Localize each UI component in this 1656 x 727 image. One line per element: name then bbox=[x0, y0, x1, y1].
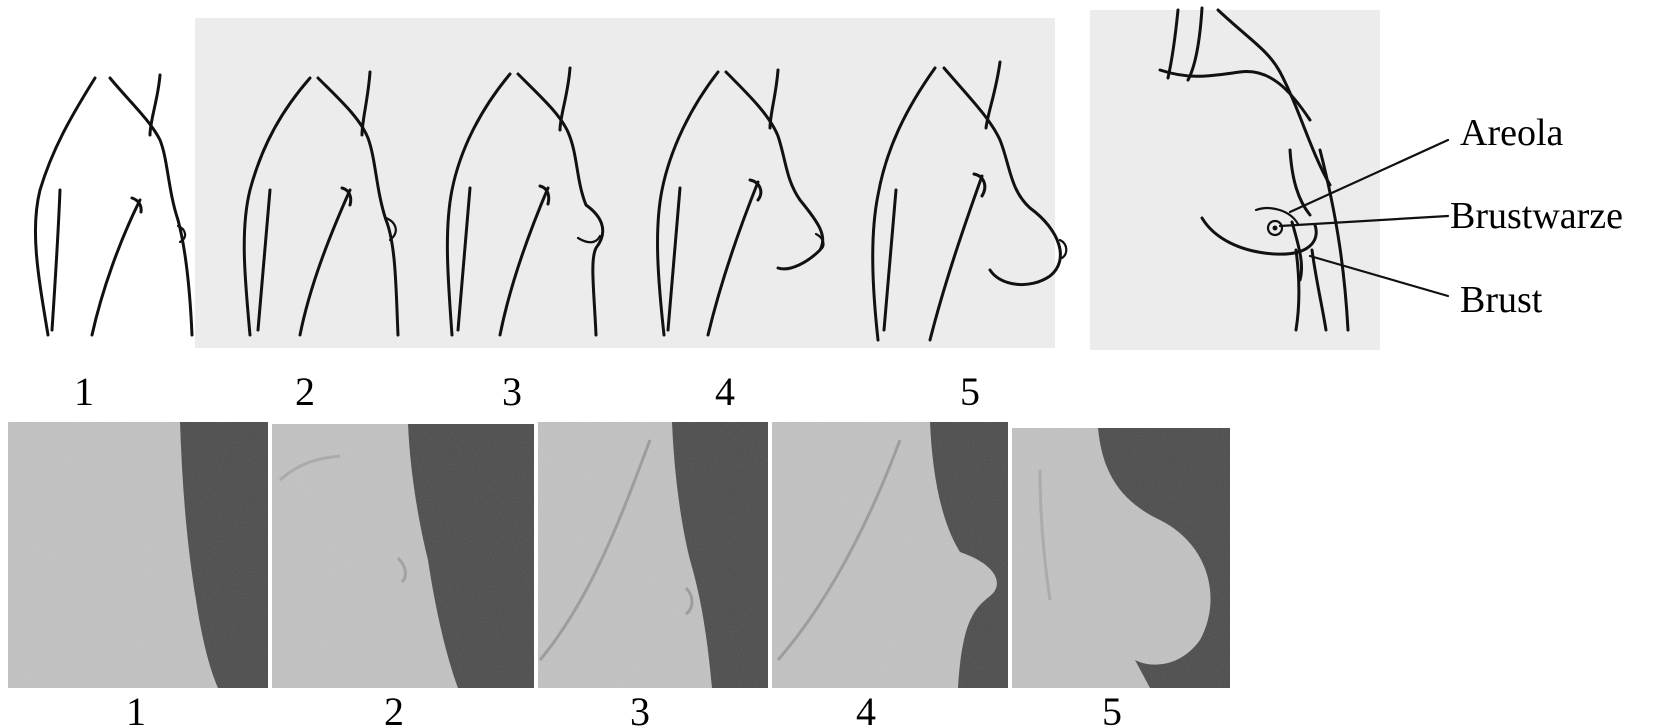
photo-stage-1 bbox=[8, 422, 268, 688]
photo-number-4: 4 bbox=[856, 689, 876, 727]
areola-label: Areola bbox=[1460, 112, 1564, 154]
drawing-number-4: 4 bbox=[715, 369, 735, 414]
drawing-number-2: 2 bbox=[295, 369, 315, 414]
photo-number-2: 2 bbox=[384, 689, 404, 727]
photo-stage-3 bbox=[538, 422, 768, 688]
photo-stage-2 bbox=[272, 424, 534, 688]
scan-ghost-background bbox=[195, 10, 1380, 350]
drawing-number-3: 3 bbox=[502, 369, 522, 414]
photo-number-3: 3 bbox=[630, 689, 650, 727]
breast-label: Brust bbox=[1460, 279, 1543, 321]
photo-number-5: 5 bbox=[1102, 689, 1122, 727]
photo-stage-4 bbox=[772, 422, 1008, 688]
drawing-number-1: 1 bbox=[74, 369, 94, 414]
photo-stage-5 bbox=[1012, 428, 1230, 688]
drawing-number-5: 5 bbox=[960, 369, 980, 414]
drawing-stage-1 bbox=[35, 75, 192, 335]
photo-number-1: 1 bbox=[126, 689, 146, 727]
photos-row: 1 2 3 4 5 bbox=[8, 422, 1230, 727]
nipple-label: Brustwarze bbox=[1450, 195, 1623, 237]
